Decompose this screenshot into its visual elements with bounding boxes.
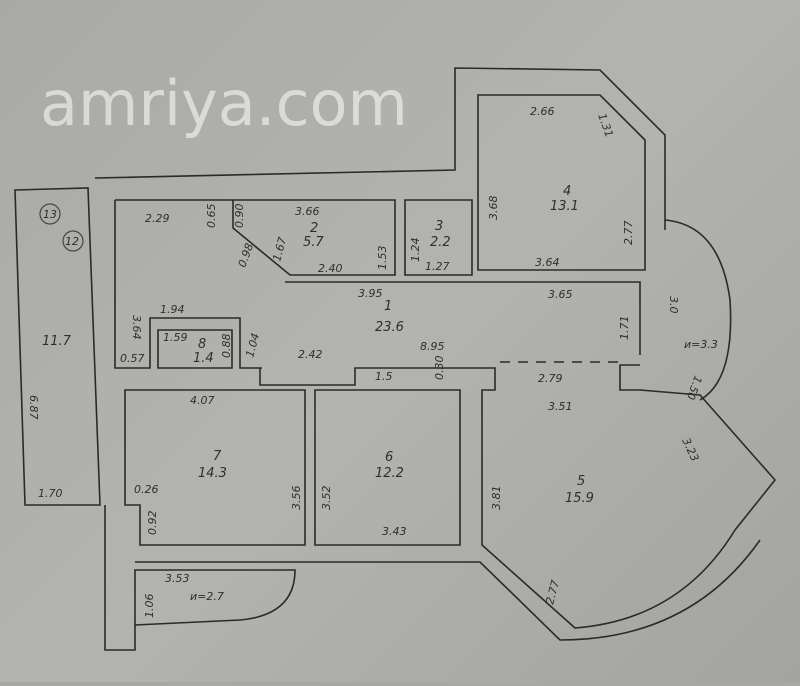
dim: 0.90	[233, 204, 246, 229]
dim: 3.0	[667, 296, 680, 314]
watermark: amriya.com	[40, 67, 408, 140]
dim: 2.79	[538, 372, 563, 385]
marker-12: 12	[65, 235, 79, 248]
room-8-area: 1.4	[193, 351, 214, 366]
dim: 3.52	[320, 486, 333, 511]
dim: 2.42	[298, 348, 323, 361]
dim: 6.87	[27, 395, 40, 420]
dim: 2.77	[622, 221, 635, 246]
dim: 1.59	[163, 331, 188, 344]
room-8-number: 8	[198, 337, 206, 352]
room-2-area: 5.7	[303, 235, 324, 250]
dim: 3.51	[548, 400, 573, 413]
dim: 0.26	[134, 483, 159, 496]
room-3-area: 2.2	[430, 235, 451, 250]
dim: 0.65	[205, 204, 218, 229]
dim: 1.53	[376, 246, 389, 271]
dim: 0.98	[236, 242, 257, 269]
room-6-number: 6	[385, 450, 393, 465]
dim: 8.95	[420, 340, 445, 353]
dim: 1.71	[618, 316, 631, 341]
dim: 0.57	[120, 352, 145, 365]
dim: 3.53	[165, 572, 190, 585]
marker-13-circle	[39, 203, 61, 225]
dim: 3.81	[490, 486, 503, 511]
room-7-area: 14.3	[198, 466, 227, 481]
dim: 0.88	[220, 334, 233, 359]
dim: 3.66	[295, 205, 320, 218]
dim: 1.06	[143, 594, 156, 619]
marker-13: 13	[43, 208, 57, 221]
room-4-number: 4	[563, 184, 571, 199]
dim: 1.5	[375, 370, 393, 383]
loggia-east-area: и=3.3	[684, 338, 718, 351]
dim: 3.23	[679, 436, 701, 464]
dim: 4.07	[190, 394, 215, 407]
room-1-area: 23.6	[375, 320, 404, 335]
room-1-number: 1	[384, 299, 392, 314]
dim: 3.64	[535, 256, 560, 269]
dim: 2.77	[543, 579, 562, 606]
walls	[14, 67, 777, 651]
dim: 0.92	[146, 511, 159, 536]
dim: 2.40	[318, 262, 343, 275]
room-labels: 1 23.6 2 5.7 3 2.2 4 13.1 5 15.9 6 12.2 …	[42, 184, 718, 603]
room-6-area: 12.2	[375, 466, 404, 481]
dim: 2.66	[530, 105, 555, 118]
dim: 3.65	[548, 288, 573, 301]
dim: 3.68	[487, 196, 500, 221]
dim: 3.43	[382, 525, 407, 538]
balcony-area: 11.7	[42, 334, 72, 349]
room-4-area: 13.1	[550, 199, 579, 214]
dim: 1.31	[595, 112, 616, 139]
dim: 3.64	[130, 315, 143, 340]
room-7-number: 7	[213, 449, 222, 464]
dim: 1.67	[270, 236, 289, 263]
room-2-number: 2	[310, 221, 318, 236]
dimension-labels: 2.29 0.65 3.66 0.90 1.67 0.98 2.40 1.53 …	[27, 105, 704, 618]
dim: 1.24	[409, 238, 422, 263]
dim: 1.70	[38, 487, 63, 500]
dim: 3.95	[358, 287, 383, 300]
room-3-number: 3	[435, 219, 443, 234]
dim: 2.29	[145, 212, 170, 225]
dim: 0.30	[433, 356, 446, 381]
dim: 1.27	[425, 260, 450, 273]
dim: 1.94	[160, 303, 185, 316]
loggia-south-area: и=2.7	[190, 590, 224, 603]
dim: 1.04	[243, 332, 262, 359]
room-5-number: 5	[577, 474, 585, 489]
marker-12-circle	[62, 230, 84, 252]
room-5-area: 15.9	[565, 491, 594, 506]
dim: 3.56	[290, 486, 303, 511]
